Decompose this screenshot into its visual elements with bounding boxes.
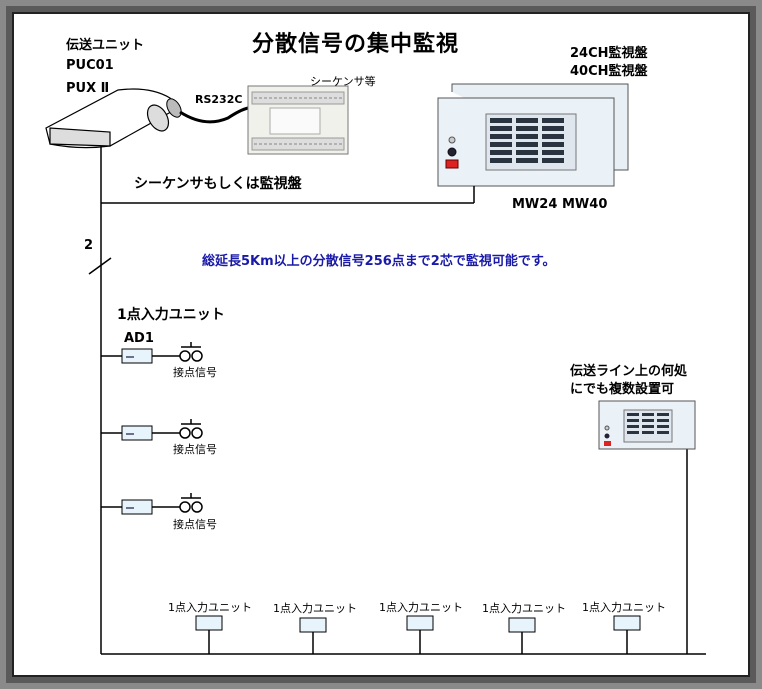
bottom-unit-label-2: 1点入力ユニット bbox=[273, 602, 357, 615]
install-anywhere-line-1: 伝送ライン上の何処 bbox=[570, 364, 688, 379]
sequencer-or-panel-label: シーケンサもしくは監視盤 bbox=[134, 176, 302, 192]
bottom-unit-label-1: 1点入力ユニット bbox=[168, 601, 252, 614]
monitor-panel-front bbox=[437, 97, 615, 187]
description-text: 総延長5Km以上の分散信号256点まで2芯で監視可能です。 bbox=[202, 254, 556, 269]
bottom-input-unit-5 bbox=[613, 615, 641, 654]
diagram-title: 分散信号の集中監視 bbox=[252, 32, 460, 57]
rs232c-label: RS232C bbox=[195, 93, 243, 106]
input-unit-heading: 1点入力ユニット bbox=[117, 307, 225, 323]
bottom-input-unit-1 bbox=[195, 615, 223, 654]
sequencer-label: シーケンサ等 bbox=[310, 75, 376, 88]
contact-switch-3 bbox=[179, 493, 203, 513]
monitor-panel-label-24ch: 24CH監視盤 bbox=[570, 46, 648, 61]
bottom-input-unit-2 bbox=[299, 617, 327, 654]
input-unit-1 bbox=[101, 348, 180, 364]
remote-monitor-panel bbox=[598, 400, 696, 450]
install-anywhere-line-2: にでも複数設置可 bbox=[570, 382, 675, 397]
ad1-label: AD1 bbox=[124, 331, 154, 346]
bottom-unit-label-4: 1点入力ユニット bbox=[482, 602, 566, 615]
sequencer-device bbox=[247, 85, 349, 155]
transmission-unit-model-2: PUX Ⅱ bbox=[66, 81, 110, 96]
contact-signal-label-1: 接点信号 bbox=[173, 366, 217, 379]
contact-signal-label-3: 接点信号 bbox=[173, 518, 217, 531]
monitor-panel-label-40ch: 40CH監視盤 bbox=[570, 64, 648, 79]
bottom-unit-label-3: 1点入力ユニット bbox=[379, 601, 463, 614]
transmission-unit-model-1: PUC01 bbox=[66, 58, 114, 73]
wire-count-label: 2 bbox=[84, 238, 94, 253]
bottom-input-unit-3 bbox=[406, 615, 434, 654]
input-unit-2 bbox=[101, 425, 180, 441]
monitor-model-mw40: MW40 bbox=[562, 197, 608, 212]
input-unit-3 bbox=[101, 499, 180, 515]
rs232c-cable bbox=[179, 106, 249, 124]
bottom-input-unit-4 bbox=[508, 617, 536, 654]
contact-signal-label-2: 接点信号 bbox=[173, 443, 217, 456]
transmission-line bbox=[88, 146, 706, 655]
bottom-unit-label-5: 1点入力ユニット bbox=[582, 601, 666, 614]
transmission-unit-label: 伝送ユニット bbox=[66, 38, 145, 53]
transmission-unit-device bbox=[45, 88, 182, 149]
contact-switch-1 bbox=[179, 342, 203, 362]
monitor-model-mw24: MW24 bbox=[512, 197, 558, 212]
contact-switch-2 bbox=[179, 419, 203, 439]
